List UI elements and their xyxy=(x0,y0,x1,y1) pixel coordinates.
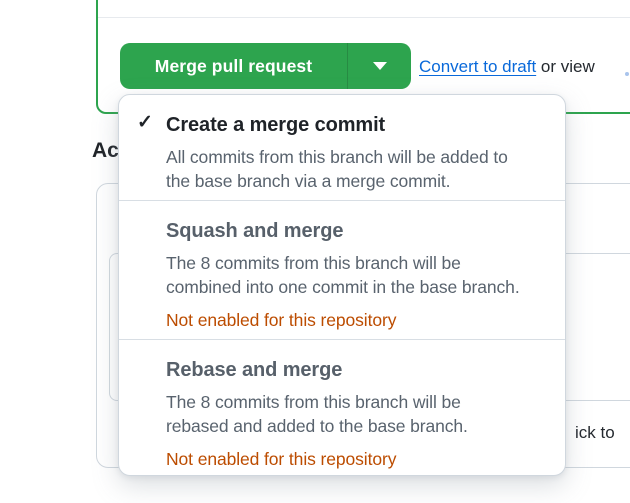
merge-button-group: Merge pull request xyxy=(120,43,411,89)
menu-item-description: The 8 commits from this branch will be r… xyxy=(166,392,468,436)
menu-item-rebase-and-merge: Rebase and merge The 8 commits from this… xyxy=(119,340,565,475)
after-link-text: or view xyxy=(536,57,595,76)
chevron-down-icon xyxy=(372,62,387,70)
menu-item-description: All commits from this branch will be add… xyxy=(166,147,508,191)
convert-to-draft-link[interactable]: Convert to draft xyxy=(419,57,537,76)
not-enabled-note: Not enabled for this repository xyxy=(166,449,397,469)
attach-files-hint-partial: ick to xyxy=(575,423,615,442)
section-heading-partial: Ac xyxy=(92,139,119,162)
menu-item-description: The 8 commits from this branch will be c… xyxy=(166,253,520,297)
not-enabled-note: Not enabled for this repository xyxy=(166,310,397,330)
menu-item-squash-and-merge: Squash and merge The 8 commits from this… xyxy=(119,201,565,340)
menu-item-title: Create a merge commit xyxy=(166,114,386,136)
merge-pull-request-button[interactable]: Merge pull request xyxy=(120,43,347,89)
merge-options-dropdown-button[interactable] xyxy=(347,43,411,89)
merge-alternatives-row: Convert to draft or view xyxy=(419,55,595,79)
merge-method-dropdown-menu: ✓ Create a merge commit All commits from… xyxy=(118,94,566,476)
clipped-text-fragment xyxy=(625,72,629,76)
merge-box-divider xyxy=(98,17,630,18)
menu-item-title: Squash and merge xyxy=(166,220,344,242)
menu-item-create-merge-commit[interactable]: ✓ Create a merge commit All commits from… xyxy=(119,95,565,201)
check-icon: ✓ xyxy=(137,112,153,133)
menu-item-title: Rebase and merge xyxy=(166,359,343,381)
